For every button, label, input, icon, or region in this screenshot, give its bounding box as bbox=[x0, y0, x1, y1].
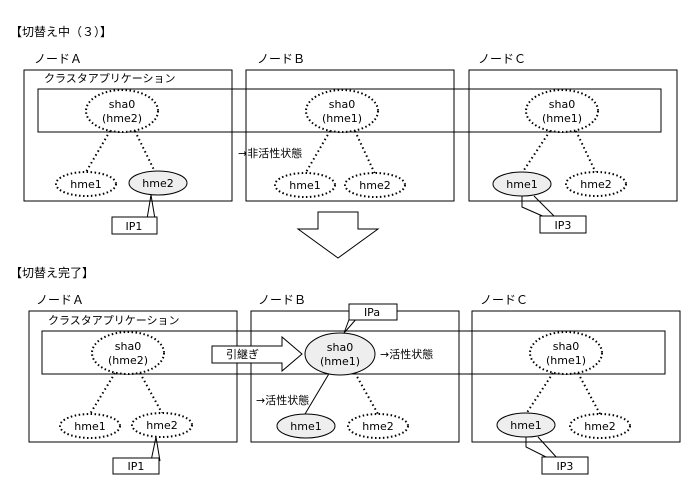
phase1-ip1-label: IP1 bbox=[126, 220, 143, 233]
phase2-node-a-label: ノードＡ bbox=[36, 293, 84, 307]
phase2-ip3-pointer-a bbox=[525, 437, 551, 460]
phase1-cluster-app-band bbox=[37, 88, 662, 133]
phase2-ipa-box bbox=[348, 303, 398, 321]
phase2-a-hme1 bbox=[59, 413, 121, 439]
phase2-b-sha0-label: sha0 bbox=[327, 341, 353, 354]
phase2-hme-active-note: →活性状態 bbox=[256, 393, 309, 407]
phase2-a-sha0 bbox=[91, 331, 165, 375]
phase2-ipa-label: IPa bbox=[364, 306, 380, 319]
takeover-arrow-icon bbox=[211, 335, 303, 373]
phase1-a-sha0-sub: (hme2) bbox=[102, 112, 142, 125]
phase2-sha0-active-note: →活性状態 bbox=[380, 347, 433, 361]
phase2-title: 【切替え完了】 bbox=[10, 265, 94, 280]
phase1-a-sha0 bbox=[85, 89, 159, 133]
phase2-ip3-pointer-b bbox=[537, 436, 559, 460]
phase2-ip3-label: IP3 bbox=[557, 460, 574, 473]
phase1-a-sha0-label: sha0 bbox=[109, 98, 135, 111]
phase2-ip3-box bbox=[541, 456, 589, 475]
phase2-b-link-hme1 bbox=[304, 371, 331, 415]
phase2-a-hme1-label: hme1 bbox=[74, 420, 105, 433]
phase1-ip1-pointer bbox=[146, 194, 156, 220]
phase2-b-sha0-sub: (hme1) bbox=[320, 355, 360, 368]
phase1-c-sha0-sub: (hme1) bbox=[542, 112, 582, 125]
takeover-label: 引継ぎ bbox=[226, 347, 259, 361]
phase1-c-link-hme2 bbox=[575, 130, 597, 174]
phase1-b-link-hme2 bbox=[354, 130, 376, 175]
phase2-c-sha0-label: sha0 bbox=[553, 340, 579, 353]
phase2-a-sha0-label: sha0 bbox=[115, 340, 141, 353]
phase1-b-hme2 bbox=[344, 172, 406, 198]
phase1-b-hme1-label: hme1 bbox=[289, 179, 320, 192]
phase2-b-hme1 bbox=[276, 413, 336, 439]
phase2-c-hme2 bbox=[569, 413, 631, 439]
phase1-ip3-box bbox=[539, 215, 587, 234]
phase2-c-link-hme2 bbox=[577, 372, 601, 415]
phase1-node-c-label: ノードＣ bbox=[478, 52, 526, 66]
phase2-ip1-box bbox=[112, 457, 160, 475]
phase1-inactive-note: →非活性状態 bbox=[238, 146, 302, 160]
phase1-c-sha0-label: sha0 bbox=[549, 98, 575, 111]
phase1-node-a-box bbox=[23, 69, 233, 202]
phase1-b-sha0 bbox=[305, 89, 379, 133]
phase1-b-hme1 bbox=[274, 172, 336, 198]
phase1-ip3-label: IP3 bbox=[555, 219, 572, 232]
phase1-node-a-label: ノードＡ bbox=[34, 52, 82, 66]
phase2-a-link-hme2 bbox=[139, 372, 163, 414]
phase2-b-hme1-label: hme1 bbox=[290, 420, 321, 433]
phase1-c-hme2-label: hme2 bbox=[580, 178, 611, 191]
phase2-node-c-label: ノードＣ bbox=[480, 293, 528, 307]
phase1-a-link-hme2 bbox=[134, 130, 156, 173]
phase1-a-hme1-label: hme1 bbox=[70, 178, 101, 191]
phase1-cluster-app-label: クラスタアプリケーション bbox=[44, 72, 176, 85]
phase2-b-sha0 bbox=[304, 332, 376, 376]
phase2-cluster-app-label: クラスタアプリケーション bbox=[48, 314, 180, 327]
phase1-b-hme2-label: hme2 bbox=[359, 179, 390, 192]
phase2-b-hme2-label: hme2 bbox=[362, 420, 393, 433]
phase1-a-hme2-label: hme2 bbox=[142, 177, 173, 190]
phase2-c-sha0 bbox=[529, 331, 603, 375]
phase2-a-sha0-sub: (hme2) bbox=[108, 354, 148, 367]
phase2-ip1-pointer bbox=[150, 436, 161, 462]
phase1-c-hme1-label: hme1 bbox=[506, 178, 537, 191]
phase1-ip3-pointer-a bbox=[521, 196, 548, 219]
phase1-ip3-pointer-b bbox=[533, 195, 557, 219]
phase1-c-hme2 bbox=[565, 171, 627, 197]
phase2-c-sha0-sub: (hme1) bbox=[546, 354, 586, 367]
transition-arrow-icon bbox=[296, 211, 380, 259]
phase2-node-b-label: ノードＢ bbox=[258, 293, 306, 307]
phase2-b-link-hme2 bbox=[354, 372, 379, 415]
phase2-ip1-label: IP1 bbox=[128, 460, 145, 473]
phase1-a-hme1 bbox=[55, 171, 117, 197]
phase1-title: 【切替え中（３）】 bbox=[10, 24, 112, 39]
phase2-ipa-pointer bbox=[343, 316, 359, 334]
phase2-c-hme1-label: hme1 bbox=[510, 419, 541, 432]
phase2-cluster-app-band bbox=[41, 330, 666, 375]
phase1-c-sha0 bbox=[525, 89, 599, 133]
phase2-a-hme2-label: hme2 bbox=[146, 419, 177, 432]
phase1-a-link-hme1 bbox=[85, 130, 111, 173]
phase1-b-sha0-label: sha0 bbox=[329, 98, 355, 111]
phase1-ip1-box bbox=[111, 216, 158, 235]
phase2-c-link-hme1 bbox=[525, 372, 554, 415]
phase1-node-b-label: ノードＢ bbox=[257, 52, 305, 66]
phase2-c-hme2-label: hme2 bbox=[584, 420, 615, 433]
phase1-a-hme2 bbox=[128, 170, 188, 196]
phase2-b-hme2 bbox=[347, 413, 409, 439]
phase1-b-sha0-sub: (hme1) bbox=[322, 112, 362, 125]
phase1-b-link-hme1 bbox=[304, 130, 331, 175]
phase2-a-hme2 bbox=[131, 412, 193, 438]
